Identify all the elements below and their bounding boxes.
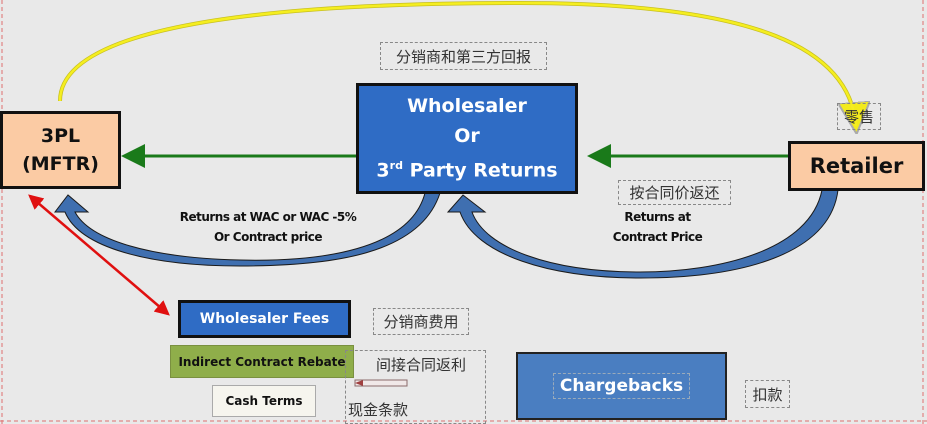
node-3pl: 3PL (MFTR) [0,111,121,189]
line3-rest: Party Returns [402,159,558,182]
returns-wac-label: Returns at WAC or WAC -5% Or Contract pr… [130,207,406,247]
line3-superscript: rd [389,159,403,173]
blue-return-arrow-to-wholesaler [446,189,839,279]
node-wholesaler-line3: 3rd Party Returns [376,151,557,185]
returns-contract-line1: Returns at [624,210,691,224]
cash-terms-cn-label: 现金条款 [348,401,409,419]
node-wholesaler-line2: Or [454,125,480,148]
wholesaler-fees-box: Wholesaler Fees [178,300,351,338]
returns-wac-line2: Or Contract price [213,230,323,244]
yellow-retail-arrow-inner [58,1,858,127]
node-3pl-line2: (MFTR) [22,153,99,175]
line3-number: 3 [376,159,390,182]
retail-cn-label: 零售 [837,103,881,130]
wholesaler-cn-label: 分销商和第三方回报 [380,42,547,70]
returns-contract-line2: Contract Price [612,230,703,244]
rebate-cash-cn-group: 间接合同返利 现金条款 [345,350,486,424]
indirect-rebate-box: Indirect Contract Rebate [170,345,354,378]
node-3pl-line1: 3PL [40,125,81,147]
returns-contract-label: Returns at Contract Price [590,207,725,247]
node-retailer: Retailer [788,141,925,191]
contract-return-cn-label: 按合同价返还 [618,180,731,205]
indirect-rebate-cn-label: 间接合同返利 [376,356,467,374]
chargebacks-cn-label: 扣款 [745,380,790,408]
wholesaler-fees-cn-label: 分销商费用 [373,308,469,335]
returns-wac-line1: Returns at WAC or WAC -5% [179,210,357,224]
node-wholesaler: Wholesaler Or 3rd Party Returns [356,83,578,194]
red-fees-arrow [28,194,170,316]
cash-terms-arrow-head [355,380,363,386]
chargebacks-box: Chargebacks [516,352,727,420]
chargebacks-label: Chargebacks [552,373,691,399]
node-wholesaler-line1: Wholesaler [407,95,527,118]
node-retailer-label: Retailer [809,154,904,178]
cash-terms-box: Cash Terms [212,385,316,417]
